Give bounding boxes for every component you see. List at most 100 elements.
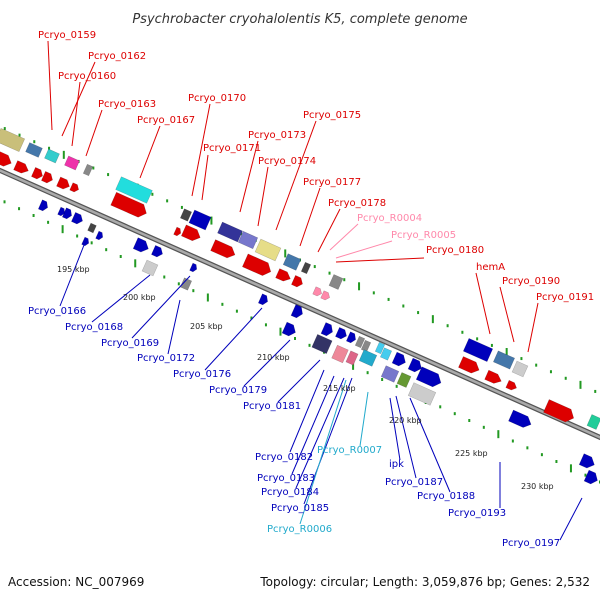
arrow-shape bbox=[95, 230, 104, 241]
leader-line bbox=[559, 497, 583, 541]
gene-label[interactable]: Pcryo_0184 bbox=[261, 487, 319, 498]
gene-label[interactable]: Pcryo_0177 bbox=[303, 177, 361, 188]
gene-label[interactable]: ipk bbox=[389, 459, 404, 470]
gene-box bbox=[328, 274, 344, 290]
gene-label[interactable]: Pcryo_0159 bbox=[38, 30, 96, 41]
tick-mark bbox=[18, 133, 21, 137]
gene-arrow bbox=[210, 239, 236, 259]
gene-box bbox=[379, 347, 393, 361]
leader-line bbox=[389, 397, 401, 461]
gene-arrow bbox=[57, 206, 66, 217]
gene-label[interactable]: Pcryo_0197 bbox=[502, 538, 560, 549]
gene-arrow bbox=[71, 212, 83, 225]
gene-label[interactable]: Pcryo_0167 bbox=[137, 115, 195, 126]
backbone bbox=[0, 169, 600, 439]
gene-label[interactable]: Pcryo_0187 bbox=[385, 477, 443, 488]
leader-line bbox=[499, 286, 515, 343]
gene-box bbox=[115, 176, 153, 204]
box-shape bbox=[586, 414, 600, 430]
tick-mark bbox=[417, 311, 420, 315]
gene-arrow bbox=[69, 182, 79, 193]
arrow-shape bbox=[31, 167, 43, 180]
tick-mark bbox=[594, 389, 597, 393]
gene-label[interactable]: Pcryo_0172 bbox=[137, 353, 195, 364]
tick-mark bbox=[294, 337, 296, 340]
gene-box bbox=[188, 209, 212, 231]
gene-label[interactable]: Pcryo_0181 bbox=[243, 401, 301, 412]
gene-label[interactable]: Pcryo_0162 bbox=[88, 51, 146, 62]
gene-box bbox=[141, 259, 159, 277]
tick-mark bbox=[540, 453, 543, 457]
arrow-shape bbox=[181, 224, 201, 241]
gene-arrow bbox=[95, 230, 104, 241]
rna-label[interactable]: Pcryo_R0004 bbox=[357, 213, 422, 224]
tick-mark bbox=[177, 282, 180, 286]
leader-line bbox=[91, 274, 151, 323]
leader-line bbox=[527, 302, 539, 353]
gene-label[interactable]: Pcryo_0188 bbox=[417, 491, 475, 502]
gene-label[interactable]: Pcryo_0173 bbox=[248, 130, 306, 141]
gene-box bbox=[179, 208, 193, 222]
rna-label[interactable]: Pcryo_R0007 bbox=[317, 445, 382, 456]
leader-line bbox=[59, 239, 87, 307]
gene-label[interactable]: Pcryo_0168 bbox=[65, 322, 123, 333]
box-shape bbox=[82, 163, 94, 177]
gene-arrow bbox=[41, 171, 53, 184]
rna-label[interactable]: Pcryo_R0005 bbox=[391, 230, 456, 241]
box-shape bbox=[374, 341, 386, 355]
gene-label[interactable]: Pcryo_0183 bbox=[257, 473, 315, 484]
box-shape bbox=[462, 337, 494, 363]
scale-label-200: 200 kbp bbox=[123, 293, 156, 302]
gene-arrow bbox=[56, 176, 70, 190]
tick-mark bbox=[446, 324, 449, 328]
tick-mark bbox=[313, 265, 316, 269]
gene-label[interactable]: Pcryo_0170 bbox=[188, 93, 246, 104]
gene-label[interactable]: Pcryo_0176 bbox=[173, 369, 231, 380]
tick-mark bbox=[526, 446, 529, 450]
gene-label[interactable]: Pcryo_0163 bbox=[98, 99, 156, 110]
gene-label[interactable]: Pcryo_0179 bbox=[209, 385, 267, 396]
gene-label[interactable]: Pcryo_0171 bbox=[203, 143, 261, 154]
tick-mark bbox=[372, 291, 375, 295]
gene-label[interactable]: hemA bbox=[476, 262, 505, 273]
backbone-group bbox=[0, 167, 600, 441]
gene-label[interactable]: Pcryo_0182 bbox=[255, 452, 313, 463]
leader-line bbox=[191, 103, 211, 197]
tick-mark bbox=[453, 412, 456, 416]
gene-label[interactable]: Pcryo_0174 bbox=[258, 156, 316, 167]
gene-label[interactable]: Pcryo_0185 bbox=[271, 503, 329, 514]
gene-label[interactable]: Pcryo_0166 bbox=[28, 306, 86, 317]
gene-arrow bbox=[312, 286, 322, 297]
box-shape bbox=[358, 349, 378, 367]
arrow-shape bbox=[290, 304, 303, 319]
gene-label[interactable]: Pcryo_0191 bbox=[536, 292, 594, 303]
rna-label[interactable]: Pcryo_R0006 bbox=[267, 524, 332, 535]
tick-mark bbox=[395, 384, 398, 388]
gene-arrow bbox=[291, 275, 303, 288]
gene-label[interactable]: Pcryo_0169 bbox=[101, 338, 159, 349]
tick-mark bbox=[119, 255, 122, 258]
gene-box bbox=[345, 350, 359, 366]
box-shape bbox=[0, 127, 26, 153]
gene-arrow bbox=[275, 268, 291, 282]
gene-box bbox=[44, 148, 60, 164]
gene-label[interactable]: Pcryo_0193 bbox=[448, 508, 506, 519]
gene-label[interactable]: Pcryo_0178 bbox=[328, 198, 386, 209]
gene-label[interactable]: Pcryo_0180 bbox=[426, 245, 484, 256]
leader-line bbox=[335, 240, 393, 259]
gene-box bbox=[407, 382, 437, 406]
gene-label[interactable]: Pcryo_0175 bbox=[303, 110, 361, 121]
scale-label-225: 225 kbp bbox=[455, 449, 488, 458]
gene-label[interactable]: Pcryo_0190 bbox=[502, 276, 560, 287]
arrow-shape bbox=[335, 327, 347, 340]
tick-mark bbox=[284, 249, 287, 258]
arrow-shape bbox=[151, 245, 163, 258]
gene-label[interactable]: Pcryo_0160 bbox=[58, 71, 116, 82]
leader-line bbox=[303, 377, 353, 505]
gene-arrow bbox=[189, 262, 198, 273]
arrow-shape bbox=[583, 469, 598, 485]
leader-line bbox=[61, 61, 96, 137]
arrow-shape bbox=[505, 379, 517, 391]
arrow-shape bbox=[312, 286, 322, 297]
tick-mark bbox=[439, 405, 442, 409]
